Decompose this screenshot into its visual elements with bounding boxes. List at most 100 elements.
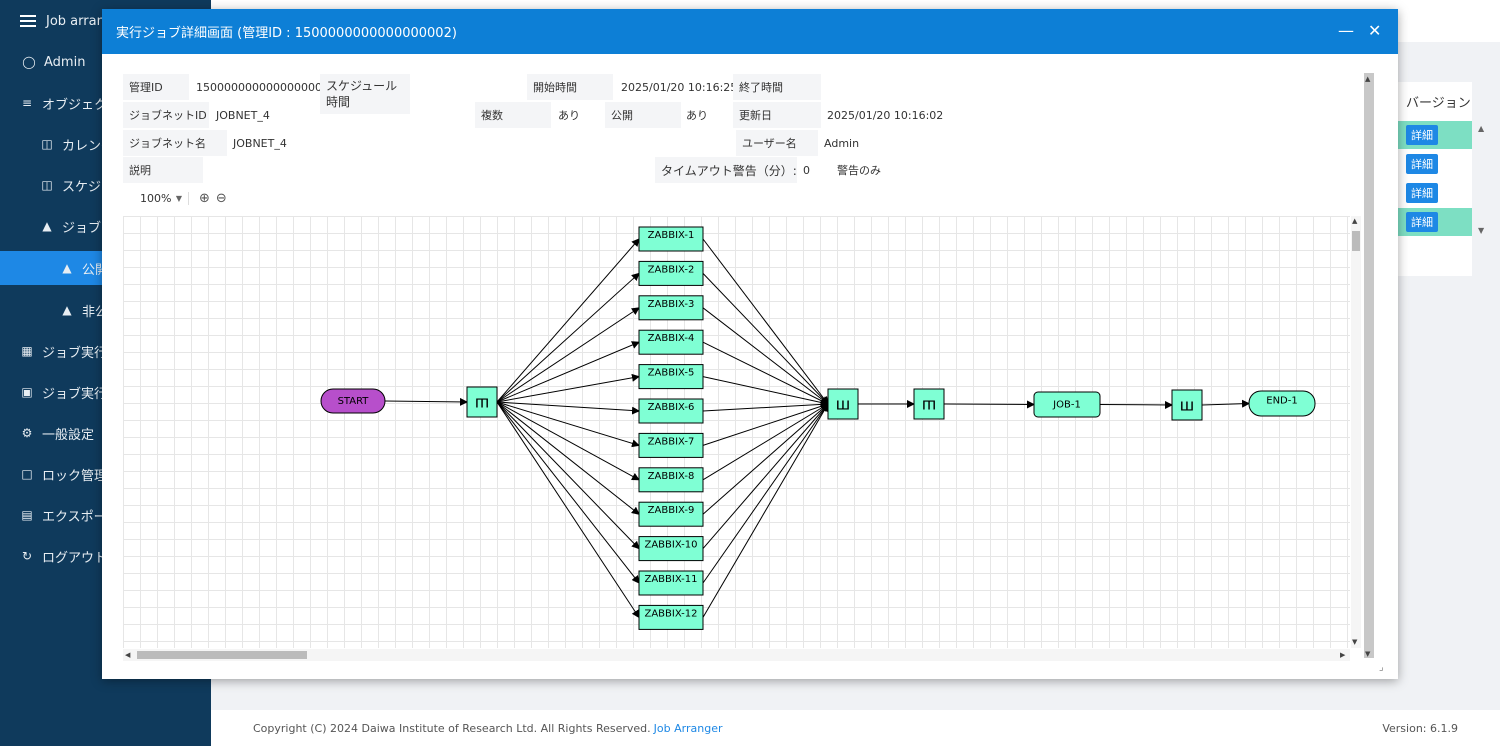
- jobnet-name-label: ジョブネット名: [123, 130, 227, 156]
- scroll-down-icon[interactable]: ▼: [1352, 638, 1358, 646]
- jobnet-id-label: ジョブネットID: [123, 102, 209, 128]
- scroll-up-icon[interactable]: ▲: [1352, 217, 1358, 225]
- scroll-left-icon[interactable]: ◀: [125, 651, 131, 659]
- scroll-down-icon[interactable]: ▼: [1365, 650, 1371, 658]
- flow-edge: [496, 373, 640, 403]
- canvas-horizontal-scrollbar[interactable]: [123, 649, 1350, 661]
- parallel-start-node: [466, 386, 498, 418]
- chevron-down-icon: ▼: [175, 193, 182, 203]
- start-node: [320, 388, 386, 414]
- job-node: [638, 432, 704, 458]
- zoom-in-icon[interactable]: ⊕: [199, 190, 210, 206]
- job-node: [638, 226, 704, 252]
- calendar-icon: ◫: [41, 137, 53, 151]
- close-icon[interactable]: ✕: [1368, 21, 1382, 40]
- manage-id-value: 1500000000000000002: [196, 80, 329, 94]
- footer-link[interactable]: Job Arranger: [653, 721, 723, 735]
- job-node: [1033, 391, 1101, 418]
- job-node: [638, 536, 704, 562]
- multiple-label: 複数: [475, 102, 551, 128]
- manage-id-label: 管理ID: [123, 74, 189, 100]
- job-node-label: ZABBIX-6: [648, 402, 695, 413]
- flow-edge: [702, 403, 829, 584]
- version-row: 詳細: [1398, 121, 1472, 149]
- user-icon: ◯: [22, 55, 36, 69]
- job-node-label: ZABBIX-11: [644, 574, 697, 585]
- job-detail-dialog: 実行ジョブ詳細画面 (管理ID : 1500000000000000002) —…: [102, 9, 1398, 679]
- flow-edge: [702, 403, 829, 618]
- timeout-action: 警告のみ: [837, 164, 881, 177]
- resize-handle-icon[interactable]: ⌟: [1379, 662, 1384, 673]
- flow-edge: [496, 272, 640, 403]
- parallel-end-node: [827, 388, 859, 420]
- sidebar-item-objects[interactable]: ≡ オブジェクト: [21, 96, 121, 113]
- flow-edge: [1201, 399, 1250, 408]
- job-node-label: ZABBIX-9: [648, 505, 695, 516]
- scroll-up-icon[interactable]: ▲: [1478, 124, 1485, 133]
- flow-edge: [702, 341, 829, 405]
- version-header: バージョン: [1406, 95, 1471, 111]
- scroll-up-icon[interactable]: ▲: [1365, 75, 1371, 83]
- flow-edge: [702, 402, 829, 446]
- detail-button[interactable]: 詳細: [1406, 125, 1438, 145]
- multiple-value: あり: [558, 109, 580, 122]
- sidebar-item-user[interactable]: ◯ Admin: [22, 54, 86, 70]
- gear-icon: ⚙: [21, 426, 33, 440]
- start-time-value: 2025/01/20 10:16:25: [621, 80, 738, 94]
- version-text: Version: 6.1.9: [1382, 722, 1458, 735]
- lock-icon: □: [21, 467, 33, 481]
- scroll-down-icon[interactable]: ▼: [1478, 226, 1485, 235]
- sidebar-item-logout[interactable]: ↻ ログアウト: [21, 549, 108, 566]
- flow-edge: [943, 400, 1035, 409]
- sidebar-item-export[interactable]: ▤ エクスポート: [21, 508, 120, 525]
- detail-button[interactable]: 詳細: [1406, 212, 1438, 232]
- description-label: 説明: [123, 157, 203, 183]
- updated-value: 2025/01/20 10:16:02: [827, 108, 944, 122]
- logout-icon: ↻: [21, 549, 33, 563]
- canvas-vertical-scrollbar[interactable]: [1351, 216, 1361, 648]
- job-node-label: ZABBIX-7: [648, 436, 695, 447]
- flow-edge: [384, 397, 468, 406]
- job-node-label: ZABBIX-4: [648, 333, 695, 344]
- menu-icon[interactable]: [20, 15, 36, 27]
- parallel-start-node-symbol: ш: [922, 397, 937, 416]
- start-time-label: 開始時間: [527, 74, 613, 100]
- scroll-right-icon[interactable]: ▶: [1340, 651, 1346, 659]
- flow-edge: [702, 403, 829, 481]
- flow-edge: [702, 238, 829, 405]
- flow-edge: [702, 273, 829, 405]
- job-node-label: ZABBIX-12: [644, 608, 697, 619]
- timeout-label: タイムアウト警告（分）:: [655, 157, 797, 183]
- version-panel: バージョン 詳細 詳細 詳細 詳細: [1398, 82, 1472, 276]
- flow-edge: [496, 401, 640, 515]
- sidebar-item-settings[interactable]: ⚙ 一般設定: [21, 426, 95, 443]
- zoom-select[interactable]: 100% ▼: [123, 191, 189, 205]
- dialog-title: 実行ジョブ詳細画面 (管理ID : 1500000000000000002): [116, 26, 457, 41]
- jobnet-name-value: JOBNET_4: [233, 136, 287, 150]
- parallel-start-node-symbol: ш: [475, 395, 490, 414]
- job-node-label: ZABBIX-5: [648, 368, 695, 379]
- public-value: あり: [686, 109, 708, 122]
- dialog-vertical-scrollbar[interactable]: [1364, 73, 1374, 658]
- flow-edge: [702, 376, 829, 407]
- flow-edge: [496, 401, 640, 448]
- updated-label: 更新日: [733, 102, 821, 128]
- end-time-label: 終了時間: [733, 74, 821, 100]
- detail-button[interactable]: 詳細: [1406, 154, 1438, 174]
- detail-button[interactable]: 詳細: [1406, 183, 1438, 203]
- flow-edge: [496, 401, 640, 584]
- sidebar-item-job-exec-result[interactable]: ▣ ジョブ実行: [21, 385, 108, 402]
- list-icon: ≡: [21, 96, 33, 110]
- sidebar-item-lock[interactable]: □ ロック管理: [21, 467, 108, 484]
- flow-edge: [702, 403, 829, 515]
- sidebar-item-job-exec[interactable]: ▦ ジョブ実行: [21, 344, 108, 361]
- minimize-icon[interactable]: —: [1338, 21, 1354, 40]
- version-row: 詳細: [1398, 179, 1472, 207]
- job-node: [638, 295, 704, 321]
- user-label: ユーザー名: [736, 130, 818, 156]
- network-icon: ▲: [62, 261, 72, 275]
- zoom-out-icon[interactable]: ⊖: [215, 190, 227, 206]
- job-node: [638, 329, 704, 355]
